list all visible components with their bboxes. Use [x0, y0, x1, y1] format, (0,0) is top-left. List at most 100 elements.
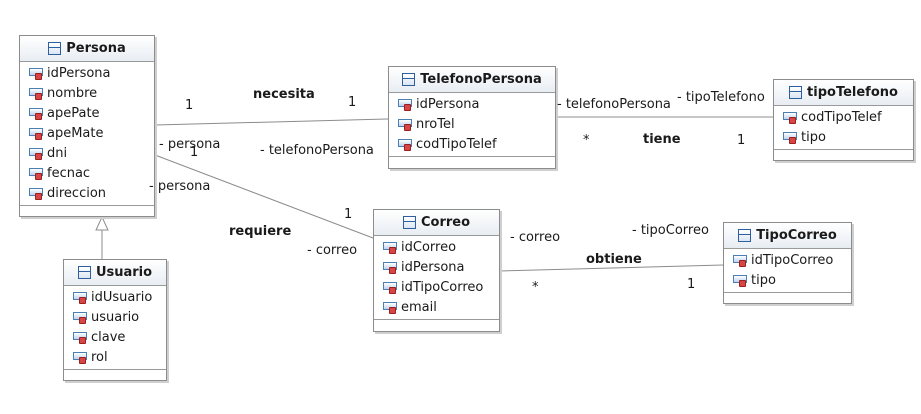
role-label: - tipoTelefono: [677, 90, 765, 105]
attribute-row[interactable]: rol: [64, 347, 166, 367]
attribute-row[interactable]: idPersona: [20, 63, 154, 83]
class-tipo-telefono-attributes: codTipoTelef tipo: [774, 106, 913, 150]
class-persona-attributes: idPersona nombre apePate apeMate dni fec…: [20, 62, 154, 206]
private-field-icon: [73, 351, 89, 364]
attribute-row[interactable]: codTipoTelef: [389, 134, 555, 154]
attribute-row[interactable]: dni: [20, 143, 154, 163]
attribute-row[interactable]: direccion: [20, 183, 154, 203]
class-correo[interactable]: Correo idCorreo idPersona idTipoCorreo e…: [373, 209, 500, 332]
private-field-icon: [383, 281, 399, 294]
class-icon: [789, 86, 803, 99]
attribute-row[interactable]: idPersona: [389, 94, 555, 114]
private-field-icon: [29, 167, 45, 180]
class-telefono-persona-name: TelefonoPersona: [420, 72, 542, 87]
class-tipo-telefono-header: tipoTelefono: [774, 80, 913, 106]
attribute-name: idUsuario: [91, 289, 153, 305]
private-field-icon: [29, 127, 45, 140]
class-persona[interactable]: Persona idPersona nombre apePate apeMate…: [19, 35, 155, 217]
role-label: - tipoCorreo: [632, 223, 709, 238]
attribute-name: apeMate: [47, 125, 104, 141]
attribute-row[interactable]: clave: [64, 327, 166, 347]
attribute-row[interactable]: tipo: [724, 270, 851, 290]
attribute-row[interactable]: idTipoCorreo: [724, 250, 851, 270]
private-field-icon: [783, 111, 799, 124]
class-usuario-name: Usuario: [95, 265, 153, 280]
multiplicity-label: 1: [348, 95, 357, 110]
association-obtiene-name: obtiene: [586, 252, 642, 267]
class-tipo-telefono-name: tipoTelefono: [807, 85, 898, 100]
class-telefono-persona-attributes: idPersona nroTel codTipoTelef: [389, 93, 555, 157]
private-field-icon: [398, 98, 414, 111]
class-icon: [738, 229, 752, 242]
attribute-name: tipo: [751, 272, 776, 288]
association-necesita-line: [154, 118, 389, 126]
private-field-icon: [29, 87, 45, 100]
attribute-row[interactable]: codTipoTelef: [774, 107, 913, 127]
attribute-row[interactable]: apeMate: [20, 123, 154, 143]
multiplicity-label: *: [532, 280, 539, 295]
attribute-row[interactable]: nombre: [20, 83, 154, 103]
class-tipo-telefono[interactable]: tipoTelefono codTipoTelef tipo: [773, 79, 914, 161]
class-tipo-telefono-operations: [774, 150, 913, 162]
attribute-name: dni: [47, 145, 68, 161]
role-label: - telefonoPersona: [260, 143, 374, 158]
attribute-row[interactable]: tipo: [774, 127, 913, 147]
class-correo-operations: [374, 320, 499, 332]
attribute-name: tipo: [801, 129, 826, 145]
class-usuario-header: Usuario: [64, 260, 166, 286]
class-persona-operations: [20, 206, 154, 218]
attribute-name: usuario: [91, 309, 140, 325]
attribute-name: apePate: [47, 105, 100, 121]
attribute-name: idTipoCorreo: [401, 279, 484, 295]
association-tiene-name: tiene: [643, 132, 681, 147]
class-usuario-operations: [64, 370, 166, 382]
class-icon: [77, 266, 91, 279]
class-telefono-persona[interactable]: TelefonoPersona idPersona nroTel codTipo…: [388, 66, 556, 169]
attribute-name: nroTel: [416, 116, 455, 132]
attribute-row[interactable]: idUsuario: [64, 287, 166, 307]
attribute-name: idPersona: [416, 96, 480, 112]
attribute-name: direccion: [47, 185, 107, 201]
attribute-name: idPersona: [401, 259, 465, 275]
private-field-icon: [383, 301, 399, 314]
class-telefono-persona-header: TelefonoPersona: [389, 67, 555, 93]
attribute-row[interactable]: idPersona: [374, 257, 499, 277]
attribute-row[interactable]: idTipoCorreo: [374, 277, 499, 297]
association-necesita-name: necesita: [253, 87, 315, 102]
class-tipo-correo[interactable]: TipoCorreo idTipoCorreo tipo: [723, 222, 852, 304]
class-tipo-correo-name: TipoCorreo: [756, 228, 837, 243]
multiplicity-label: 1: [344, 207, 353, 222]
class-persona-name: Persona: [66, 41, 126, 56]
attribute-name: clave: [91, 329, 126, 345]
attribute-row[interactable]: nroTel: [389, 114, 555, 134]
attribute-name: fecnac: [47, 165, 91, 181]
class-icon: [402, 73, 416, 86]
attribute-name: idTipoCorreo: [751, 252, 834, 268]
private-field-icon: [398, 118, 414, 131]
class-usuario[interactable]: Usuario idUsuario usuario clave rol: [63, 259, 167, 381]
attribute-row[interactable]: email: [374, 297, 499, 317]
private-field-icon: [29, 107, 45, 120]
private-field-icon: [383, 261, 399, 274]
attribute-name: codTipoTelef: [416, 136, 497, 152]
attribute-row[interactable]: usuario: [64, 307, 166, 327]
private-field-icon: [733, 254, 749, 267]
attribute-row[interactable]: fecnac: [20, 163, 154, 183]
class-telefono-persona-operations: [389, 157, 555, 169]
multiplicity-label: 1: [190, 145, 199, 160]
role-label: - telefonoPersona: [557, 97, 671, 112]
class-tipo-correo-header: TipoCorreo: [724, 223, 851, 249]
role-label: - persona: [159, 137, 221, 152]
attribute-row[interactable]: apePate: [20, 103, 154, 123]
private-field-icon: [733, 274, 749, 287]
association-requiere-name: requiere: [229, 224, 292, 239]
attribute-name: idCorreo: [401, 239, 457, 255]
role-label: - correo: [510, 230, 561, 245]
attribute-name: email: [401, 299, 437, 315]
role-label: - persona: [149, 179, 211, 194]
private-field-icon: [73, 331, 89, 344]
class-icon: [48, 42, 62, 55]
attribute-row[interactable]: idCorreo: [374, 237, 499, 257]
